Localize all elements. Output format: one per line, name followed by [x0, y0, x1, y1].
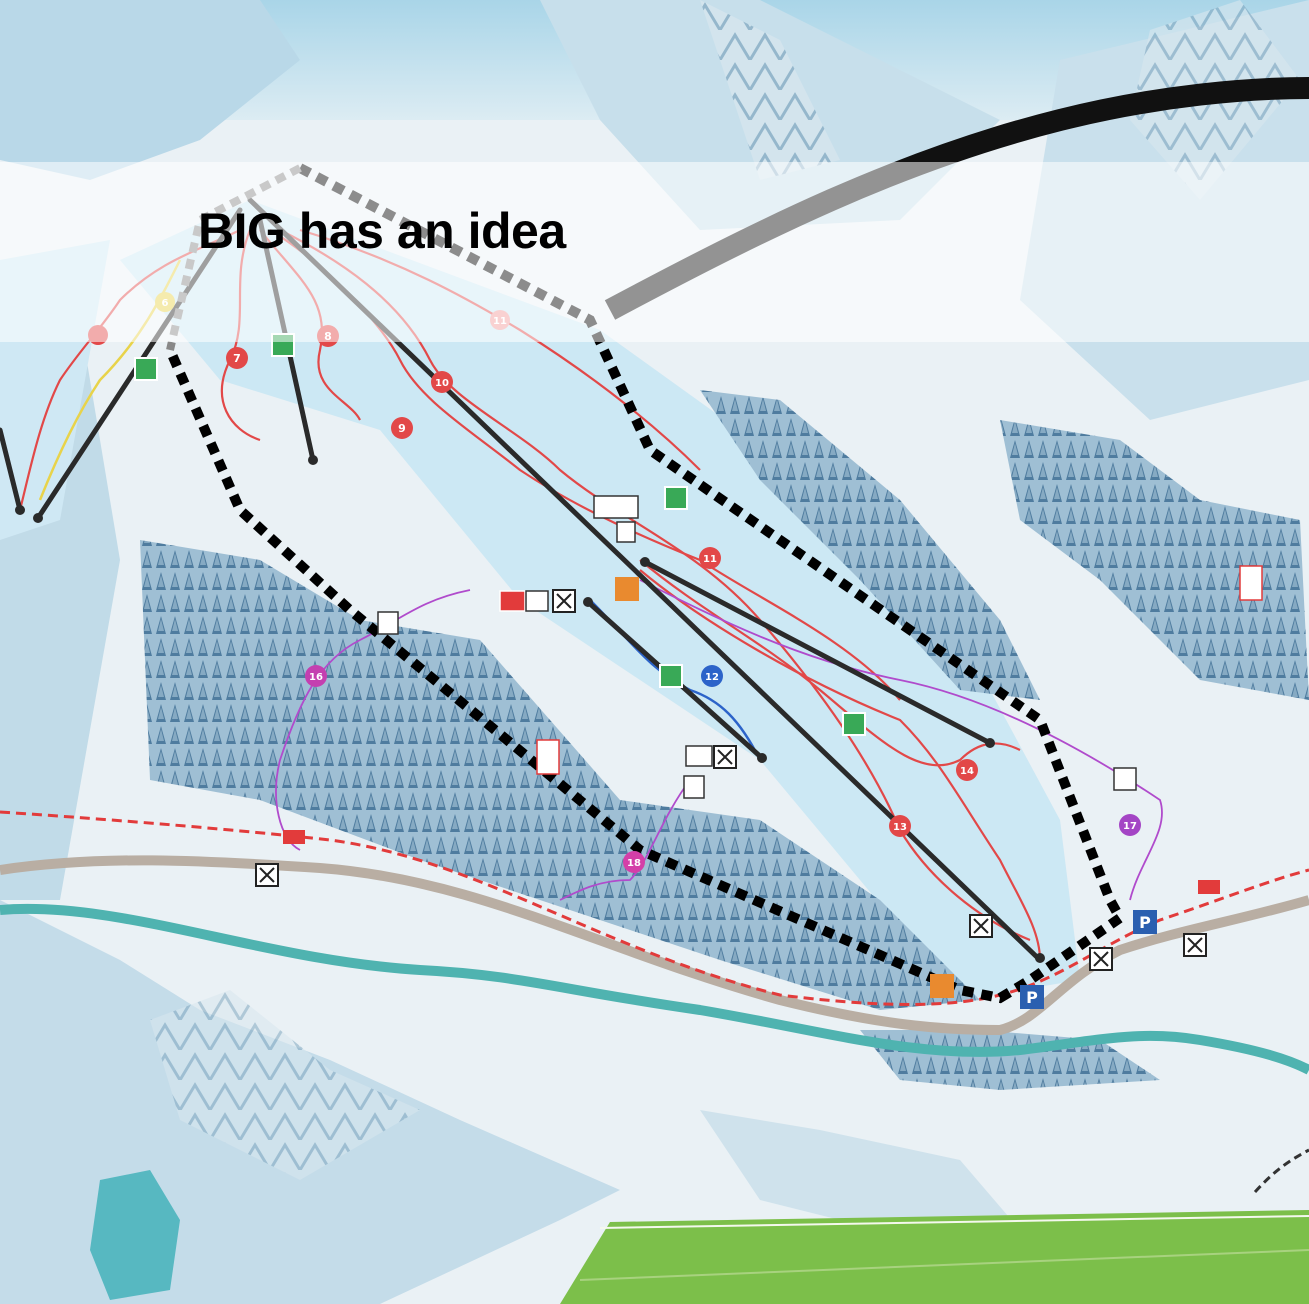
- run-marker: 9: [391, 417, 413, 439]
- run-marker: 7: [226, 347, 248, 369]
- run-marker: 17: [1119, 814, 1141, 836]
- restaurant-icons: [255, 589, 1207, 971]
- run-marker: 14: [956, 759, 978, 781]
- trail-dashed: [1253, 1148, 1309, 1194]
- foothill-rocks: [150, 990, 420, 1180]
- green-band-line-2: [579, 1249, 1309, 1281]
- run-marker: 11: [699, 547, 721, 569]
- run-marker: 10: [431, 371, 453, 393]
- information-icon: [377, 495, 1263, 799]
- parking-icon: P: [1020, 985, 1044, 1009]
- lake: [90, 1170, 180, 1300]
- funpark-icon: [615, 577, 954, 998]
- forest-lower: [140, 540, 980, 1010]
- green-band-line: [599, 1215, 1309, 1229]
- svg-text:9: 9: [398, 422, 406, 435]
- forest-mid: [700, 390, 1040, 700]
- parking-icons: P P: [1020, 910, 1157, 1009]
- mountain-left: [0, 0, 300, 180]
- slide-title: BIG has an idea: [198, 203, 566, 259]
- green-band: [560, 1210, 1309, 1304]
- svg-text:11: 11: [703, 554, 717, 565]
- run-marker: 16: [305, 665, 327, 687]
- svg-text:13: 13: [893, 822, 907, 833]
- rock-face: [700, 0, 840, 180]
- sos-icon: [499, 590, 549, 612]
- piste-area: [120, 200, 1080, 1000]
- svg-text:12: 12: [705, 672, 719, 683]
- svg-text:16: 16: [309, 672, 323, 683]
- svg-text:P: P: [1026, 988, 1038, 1007]
- lift-stations: [15, 455, 1045, 963]
- svg-text:18: 18: [627, 858, 641, 869]
- run-marker: 18: [623, 851, 645, 873]
- svg-text:14: 14: [960, 766, 974, 777]
- railway: [0, 810, 1309, 1006]
- forest-right: [1000, 420, 1309, 700]
- run-marker: 13: [889, 815, 911, 837]
- svg-text:17: 17: [1123, 821, 1137, 832]
- train-station-icon: [283, 830, 1220, 894]
- river: [0, 903, 1309, 1075]
- svg-text:7: 7: [233, 352, 241, 365]
- svg-text:P: P: [1139, 913, 1151, 932]
- lift-station-icons: [134, 333, 866, 736]
- title-band: [0, 162, 1309, 342]
- run-marker: 12: [701, 665, 723, 687]
- svg-text:10: 10: [435, 378, 449, 389]
- valley-slope: [700, 1110, 1020, 1230]
- valley-road: [0, 855, 1309, 1036]
- parking-icon: P: [1133, 910, 1157, 934]
